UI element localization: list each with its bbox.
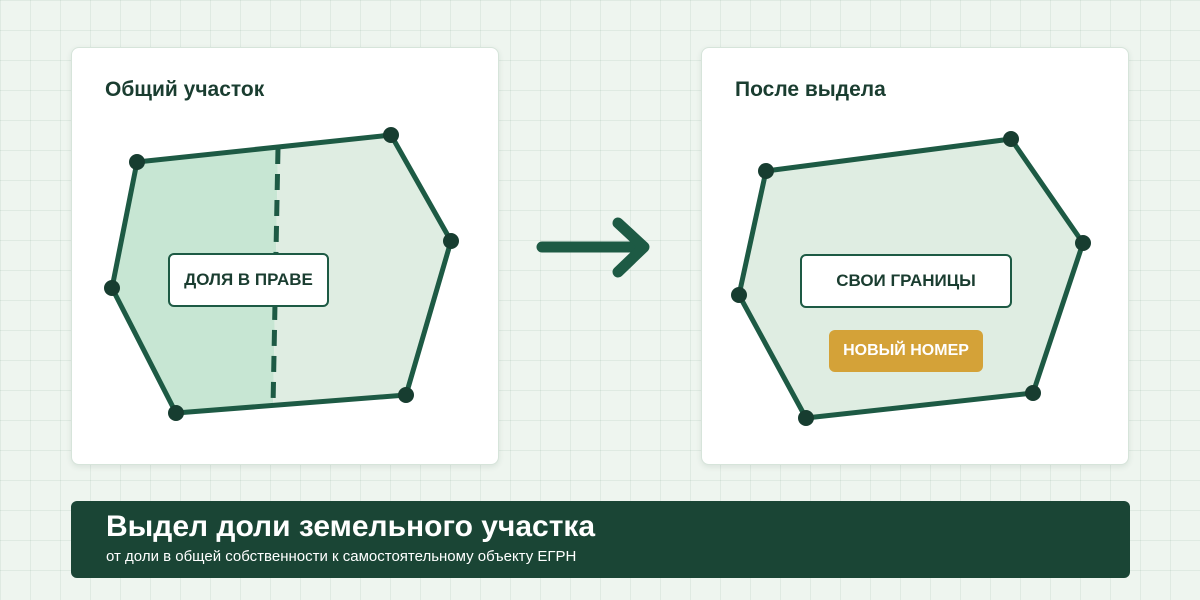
banner-title: Выдел доли земельного участка (106, 510, 596, 543)
banner-subtitle: от доли в общей собственности к самостоя… (106, 548, 577, 565)
general-plot-panel: Общий участок ДОЛЯ В ПРАВЕ (71, 47, 499, 465)
panel-title: Общий участок (105, 78, 265, 101)
panel-title: После выдела (735, 78, 886, 101)
share-label: ДОЛЯ В ПРАВЕ (168, 253, 329, 307)
vertex-point (1025, 385, 1041, 401)
arrow-right-icon (536, 217, 650, 278)
vertex-point (1003, 131, 1019, 147)
remainder-area (273, 135, 451, 407)
vertex-point (398, 387, 414, 403)
vertex-point (1075, 235, 1091, 251)
new-number-badge: НОВЫЙ НОМЕР (829, 330, 983, 372)
own-borders-label: СВОИ ГРАНИЦЫ (800, 254, 1012, 308)
vertex-point (129, 154, 145, 170)
vertex-point (731, 287, 747, 303)
vertex-point (104, 280, 120, 296)
vertex-point (383, 127, 399, 143)
info-banner: Выдел доли земельного участка от доли в … (71, 501, 1130, 578)
share-boundary-dashed-line (270, 147, 281, 408)
vertex-point (443, 233, 459, 249)
vertex-point (758, 163, 774, 179)
after-allocation-panel: После выдела СВОИ ГРАНИЦЫ НОВЫЙ НОМЕР (701, 47, 1129, 465)
vertex-point (798, 410, 814, 426)
vertex-point (168, 405, 184, 421)
